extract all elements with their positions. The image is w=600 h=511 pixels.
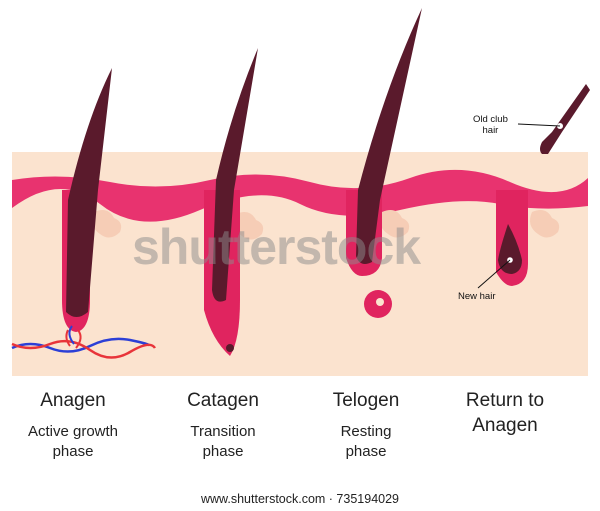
footer-url: www.shutterstock.com · 735194029 bbox=[200, 492, 400, 506]
phase-telogen: Telogen Resting phase bbox=[296, 388, 436, 462]
epidermis-band bbox=[12, 169, 588, 222]
sebaceous-gland bbox=[234, 212, 264, 240]
phase-description-line2: phase bbox=[345, 443, 387, 460]
phase-anagen: Anagen Active growth phase bbox=[3, 388, 143, 462]
phase-description-line1: Resting bbox=[340, 423, 392, 440]
phase-catagen: Catagen Transition phase bbox=[153, 388, 293, 462]
new-hair-label: New hair bbox=[458, 291, 496, 302]
phase-description: Active growth phase bbox=[3, 422, 143, 462]
telogen-hair-shaft bbox=[356, 8, 422, 264]
sebaceous-gland bbox=[530, 210, 560, 238]
sebaceous-gland bbox=[380, 210, 410, 238]
phase-description-line1: Active growth bbox=[27, 423, 119, 440]
artery bbox=[11, 339, 157, 359]
phase-name: Anagen bbox=[40, 390, 106, 411]
phase-description: Resting phase bbox=[296, 422, 436, 462]
phase-description-line1: Transition bbox=[190, 423, 256, 440]
catagen-hair-shaft bbox=[212, 48, 258, 302]
phase-description: Transition phase bbox=[153, 422, 293, 462]
watermark: shutterstock bbox=[132, 219, 421, 275]
new-hair-bulb bbox=[498, 224, 522, 274]
anagen-follicle bbox=[11, 68, 157, 359]
phase-name-line2: Anagen bbox=[472, 415, 538, 436]
vein bbox=[11, 337, 152, 353]
phase-return-to-anagen: Return to Anagen bbox=[435, 388, 575, 438]
phase-name-line1: Return to bbox=[465, 390, 545, 411]
old-club-hair bbox=[517, 84, 590, 154]
old-club-hair-label-line2: hair bbox=[482, 125, 499, 136]
sebaceous-gland bbox=[92, 210, 122, 238]
phase-name: Telogen bbox=[332, 390, 400, 411]
phase-description-line2: phase bbox=[202, 443, 244, 460]
old-club-hair-label-line1: Old club bbox=[473, 114, 508, 125]
old-club-hair-label: Old club hair bbox=[473, 114, 508, 136]
return-anagen-follicle bbox=[477, 190, 528, 289]
hair-growth-cycle-diagram bbox=[11, 8, 590, 376]
phase-name: Catagen bbox=[187, 390, 259, 411]
telogen-follicle bbox=[346, 8, 422, 318]
anagen-hair-shaft bbox=[66, 68, 112, 317]
catagen-follicle bbox=[204, 48, 258, 356]
phase-description-line2: phase bbox=[52, 443, 94, 460]
